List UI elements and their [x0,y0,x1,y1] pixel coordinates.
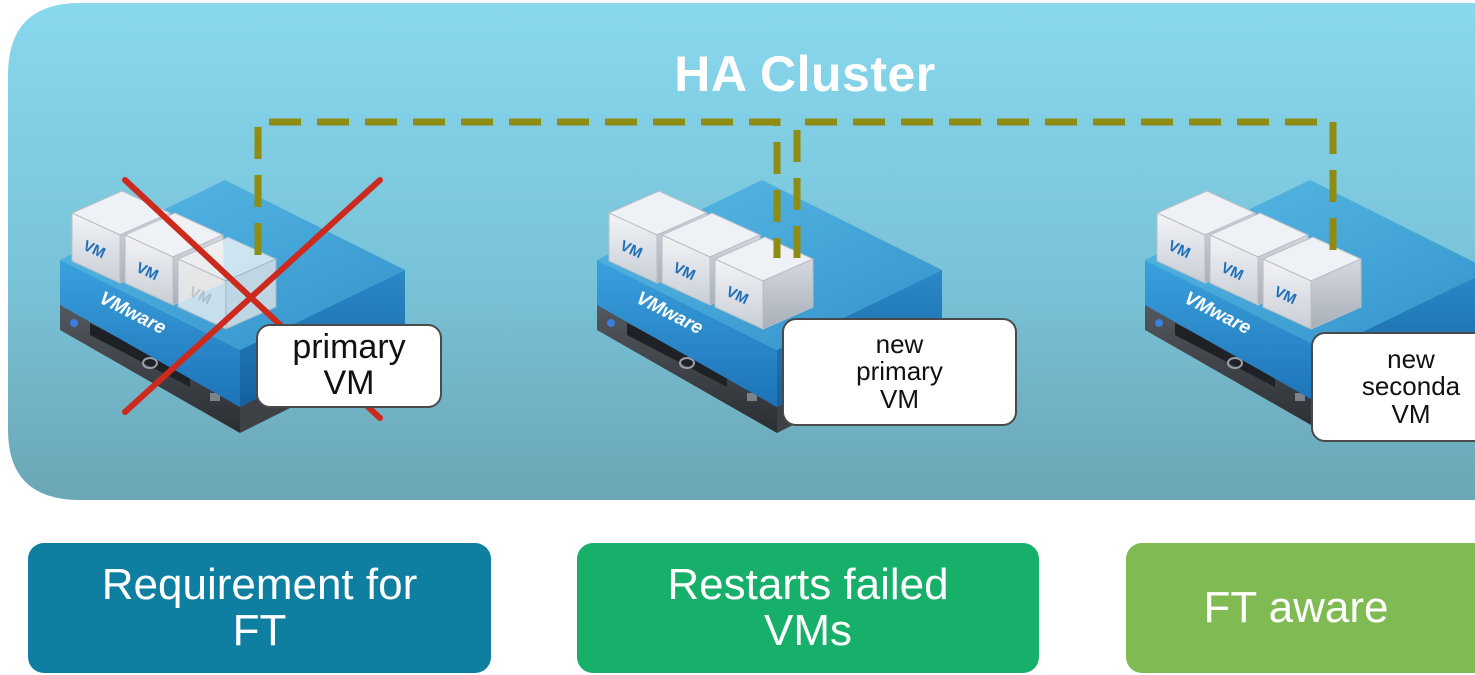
drive-bay [1175,323,1275,387]
label-line: VM [880,383,919,414]
feature-line: FT aware [1203,582,1389,632]
label-line: VM [1391,398,1431,429]
feature-line: VMs [764,606,852,655]
feature-requirement-for-ft: Requirement for FT [28,543,491,673]
power-button-icon [142,357,158,369]
usb-port-icon [210,393,220,401]
hypervisor-band-front [597,260,777,407]
usb-port-icon [1295,393,1305,401]
feature-line: Requirement for [101,559,418,609]
label-line: primary [856,356,943,387]
hypervisor-band-front [1145,260,1325,407]
feature-restarts-failed-vms: Restarts failed VMs [577,543,1039,673]
drive-bay [90,323,190,387]
feature-line: FT [232,606,287,655]
label-line: new [1387,344,1435,375]
drive-bay [627,323,727,387]
power-button-icon [1227,357,1243,369]
feature-ft-aware: FT aware [1126,543,1475,673]
power-led-icon [70,319,78,327]
label-line: seconda [1361,371,1461,402]
vm-box: VM [713,236,815,330]
power-led-icon [607,319,615,327]
cluster-title: HA Cluster [674,46,936,102]
vm-box: VM [1261,236,1363,330]
label-line: new [875,329,924,360]
hypervisor-band-front [60,260,240,407]
primary-vm-label: primary VM [256,324,442,408]
label-line: primary [292,328,406,367]
usb-port-icon [747,393,757,401]
new-secondary-vm-label: new seconda VM [1311,332,1475,442]
new-primary-vm-label: new primary VM [782,318,1017,426]
power-button-icon [679,357,695,369]
power-led-icon [1155,319,1163,327]
ft-logging-link [254,118,1337,258]
label-line: VM [323,364,375,402]
feature-line: Restarts failed [667,559,949,609]
